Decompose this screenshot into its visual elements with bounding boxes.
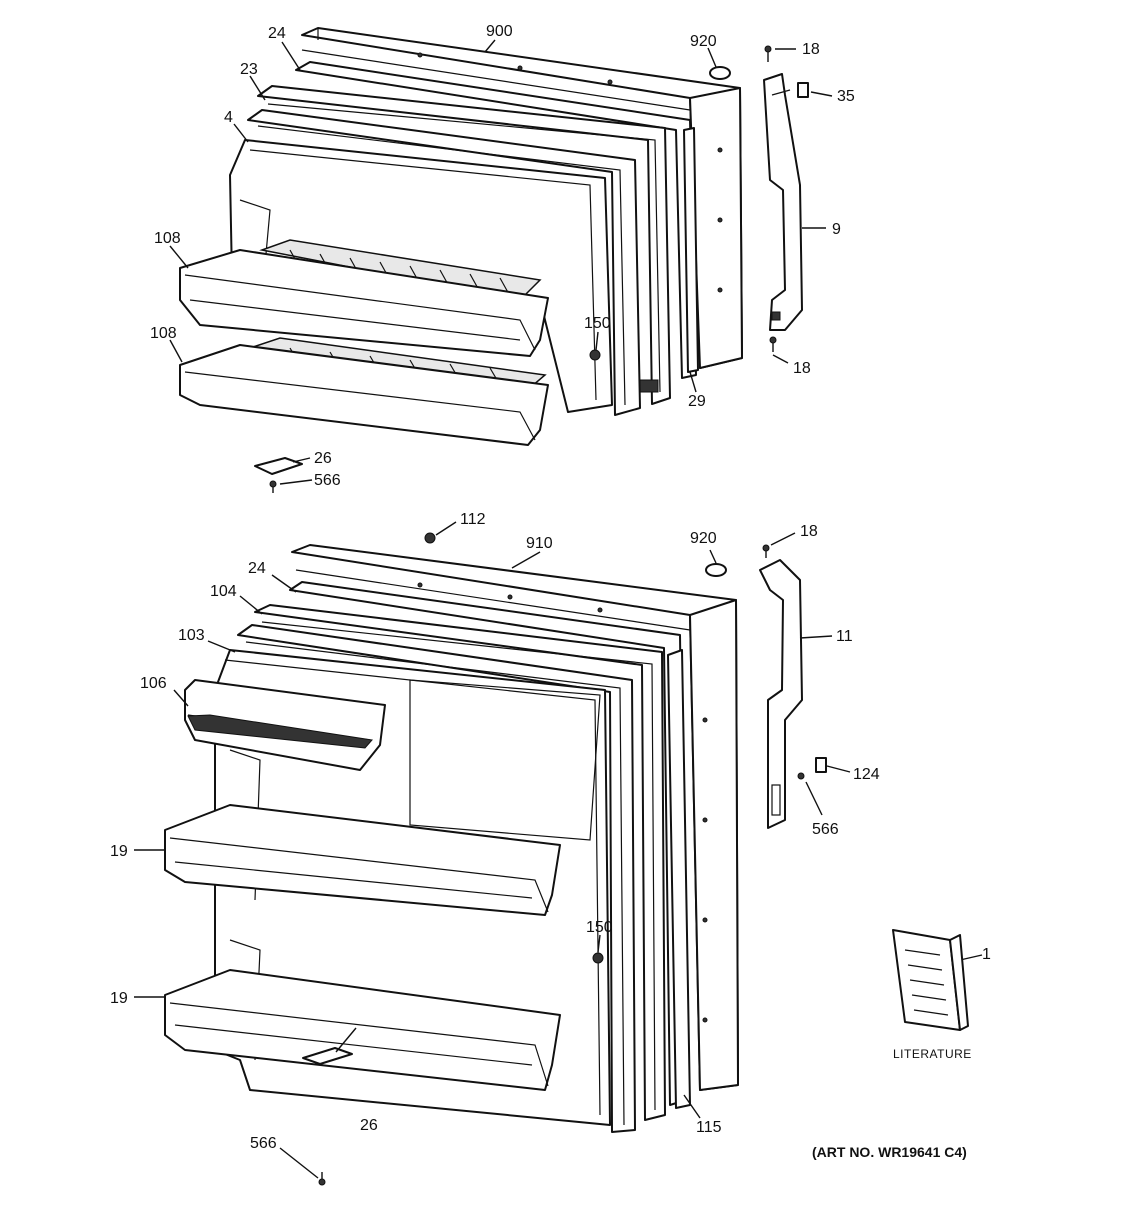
- callout-108-upper: 108: [154, 230, 181, 247]
- screw-18-bottom-door-icon: [762, 544, 770, 558]
- callout-19-lower: 19: [110, 990, 128, 1007]
- callout-900: 900: [486, 23, 513, 40]
- fresh-food-callout-leaders: [134, 521, 983, 1179]
- callout-920-bottom: 920: [690, 530, 717, 547]
- freezer-callout-leaders: [169, 39, 833, 485]
- screw-150-bottom-icon: [592, 952, 604, 964]
- callout-104: 104: [210, 583, 237, 600]
- callout-24-top: 24: [268, 25, 286, 42]
- door-liner-23: [257, 85, 671, 405]
- freezer-door-assembly: [179, 27, 809, 493]
- callout-18-bottom: 18: [800, 523, 818, 540]
- clip-124-icon: [815, 757, 827, 773]
- door-gasket-24: [295, 61, 697, 379]
- callout-910: 910: [526, 535, 553, 552]
- callout-150-top: 150: [584, 315, 611, 332]
- outer-door-panel-900: [301, 27, 743, 369]
- literature-booklet: LITERATURE: [892, 929, 972, 1061]
- door-handle-9: [763, 73, 803, 331]
- callout-566-handle: 566: [812, 821, 839, 838]
- door-shelf-bin-108-upper: [179, 249, 549, 357]
- fresh-food-callout-labels: 112 910 920 18 24 104 103 11 106 124 566…: [110, 511, 991, 1152]
- door-shelf-bin-108-lower: [179, 344, 549, 446]
- callout-150-bottom: 150: [586, 919, 613, 936]
- callout-24-bottom: 24: [248, 560, 266, 577]
- callout-29: 29: [688, 393, 706, 410]
- screw-112-icon: [424, 532, 436, 544]
- callout-103: 103: [178, 627, 205, 644]
- dairy-compartment-door-106: [184, 679, 386, 771]
- fresh-food-door-assembly: [164, 532, 827, 1186]
- door-bin-19-lower: [164, 969, 561, 1091]
- plug-button-920-bottom-icon: [705, 563, 727, 577]
- screw-150-icon: [589, 349, 601, 361]
- callout-26-bottom: 26: [360, 1117, 378, 1134]
- screw-566-handle-icon: [797, 772, 805, 780]
- screw-18-bottom-icon: [769, 336, 777, 352]
- callout-4: 4: [224, 109, 233, 126]
- literature-label: LITERATURE: [893, 1047, 972, 1061]
- callout-920-top: 920: [690, 33, 717, 50]
- hinge-26-top-icon: [254, 457, 303, 475]
- screw-566-bottom-icon: [318, 1172, 326, 1186]
- callout-566-top: 566: [314, 472, 341, 489]
- door-handle-11: [759, 559, 803, 829]
- screw-566-top-icon: [269, 480, 277, 493]
- callout-115: 115: [696, 1119, 722, 1136]
- hinge-26-bottom-icon: [302, 1047, 353, 1065]
- callout-108-lower: 108: [150, 325, 177, 342]
- plug-35-icon: [797, 82, 809, 98]
- callout-124: 124: [853, 766, 880, 783]
- callout-106: 106: [140, 675, 167, 692]
- callout-9: 9: [832, 221, 841, 238]
- door-liner-104: [254, 604, 666, 1121]
- screw-18-top-icon: [764, 45, 772, 62]
- door-bin-19-upper: [164, 804, 561, 916]
- inner-door-103: [237, 624, 636, 1133]
- plug-button-920-icon: [709, 66, 731, 80]
- callout-566-bottom: 566: [250, 1135, 277, 1152]
- inner-door-4: [247, 109, 641, 416]
- callout-35: 35: [837, 88, 855, 105]
- freezer-callout-labels: 24 900 920 18 23 35 4 9 108 108 150 18 2…: [150, 23, 855, 489]
- callout-11: 11: [836, 628, 853, 645]
- callout-19-upper: 19: [110, 843, 128, 860]
- callout-26-top: 26: [314, 450, 332, 467]
- door-strip-115: [667, 649, 691, 1109]
- outer-door-panel-910: [291, 544, 739, 1091]
- callout-1: 1: [982, 946, 991, 963]
- art-number-caption: (ART NO. WR19641 C4): [812, 1144, 967, 1160]
- callout-18-top-a: 18: [802, 41, 820, 58]
- door-strip-29: [683, 127, 699, 373]
- callout-23: 23: [240, 61, 258, 78]
- callout-112: 112: [460, 511, 486, 528]
- callout-18-top-b: 18: [793, 360, 811, 377]
